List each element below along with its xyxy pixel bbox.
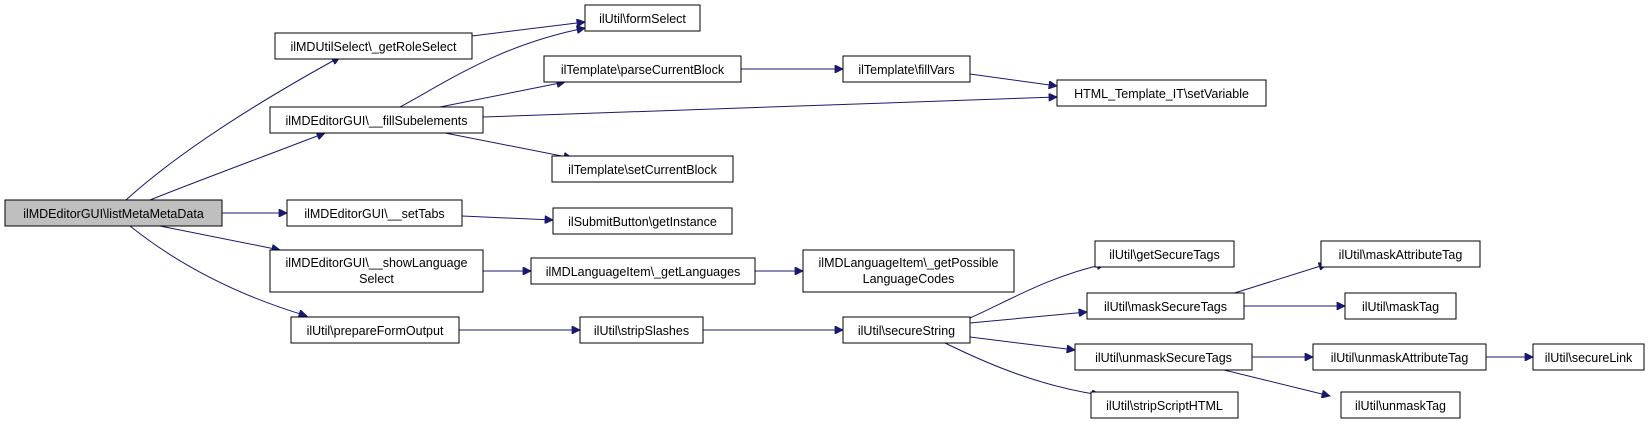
node-setVariable[interactable]: HTML_Template_IT\setVariable: [1056, 79, 1267, 107]
edge-unmaskSecureTags-to-unmaskTag: [1219, 368, 1330, 396]
node-setTabs[interactable]: ilMDEditorGUI\__setTabs: [286, 199, 463, 227]
node-label: ilMDEditorGUI\__fillSubelements: [285, 114, 467, 128]
node-label: ilMDUtilSelect\_getRoleSelect: [290, 40, 457, 54]
node-label: ilUtil\maskTag: [1362, 300, 1439, 314]
node-getRoleSelect[interactable]: ilMDUtilSelect\_getRoleSelect: [274, 32, 473, 60]
edge-root-to-getRoleSelect: [125, 56, 340, 201]
node-label: ilMDEditorGUI\listMetaMetaData: [23, 207, 204, 221]
node-label: ilUtil\unmaskSecureTags: [1095, 351, 1232, 365]
edge-fillSubelements-to-setVariable: [482, 97, 1057, 118]
edge-secureString-to-stripScriptHTML: [944, 342, 1100, 395]
edge-root-to-showLanguageSelect: [159, 225, 280, 250]
edge-secureString-to-unmaskSecureTags: [969, 336, 1075, 350]
node-formSelect[interactable]: ilUtil\formSelect: [584, 4, 701, 32]
edge-fillSubelements-to-setCurrentBlock: [439, 131, 572, 158]
edge-fillSubelements-to-formSelect: [399, 28, 585, 108]
node-label: ilUtil\stripSlashes: [594, 324, 689, 338]
edge-getRoleSelect-to-formSelect: [471, 22, 585, 37]
node-getSecureTags[interactable]: ilUtil\getSecureTags: [1094, 240, 1235, 268]
edge-secureString-to-getSecureTags: [969, 264, 1105, 319]
node-label: ilMDEditorGUI\__setTabs: [304, 207, 444, 221]
node-label: ilTemplate\setCurrentBlock: [568, 163, 717, 177]
edge-fillSubelements-to-parseCurrentBlock: [439, 82, 565, 108]
node-label: ilUtil\unmaskTag: [1355, 399, 1446, 413]
node-maskTag[interactable]: ilUtil\maskTag: [1344, 292, 1457, 320]
node-root[interactable]: ilMDEditorGUI\listMetaMetaData: [4, 199, 223, 227]
node-label: ilUtil\maskSecureTags: [1104, 300, 1227, 314]
edge-fillVars-to-setVariable: [969, 73, 1057, 86]
node-unmaskTag[interactable]: ilUtil\unmaskTag: [1340, 391, 1461, 419]
node-label: ilUtil\secureLink: [1545, 351, 1633, 365]
node-unmaskAttributeTag[interactable]: ilUtil\unmaskAttributeTag: [1312, 343, 1487, 371]
node-label: ilUtil\getSecureTags: [1109, 248, 1219, 262]
node-secureString[interactable]: ilUtil\secureString: [842, 316, 971, 344]
node-label-line-2: LanguageCodes: [863, 272, 955, 286]
node-label: ilUtil\secureString: [858, 324, 955, 338]
edge-root-to-prepareFormOutput: [129, 225, 307, 316]
node-label: ilUtil\maskAttributeTag: [1339, 248, 1463, 262]
node-prepareFormOutput[interactable]: ilUtil\prepareFormOutput: [290, 316, 460, 344]
node-fillVars[interactable]: ilTemplate\fillVars: [842, 55, 971, 83]
node-label-line-2: Select: [359, 272, 394, 286]
node-parseCurrentBlock[interactable]: ilTemplate\parseCurrentBlock: [543, 55, 742, 83]
node-label: ilSubmitButton\getInstance: [568, 215, 717, 229]
node-label: ilUtil\stripScriptHTML: [1106, 399, 1223, 413]
node-label: ilUtil\formSelect: [599, 12, 686, 26]
node-getLanguages[interactable]: ilMDLanguageItem\_getLanguages: [530, 257, 756, 285]
node-label: HTML_Template_IT\setVariable: [1074, 87, 1249, 101]
node-getInstance[interactable]: ilSubmitButton\getInstance: [552, 207, 733, 235]
nodes: ilMDEditorGUI\listMetaMetaData ilMDUtilS…: [4, 4, 1645, 419]
edge-maskSecureTags-to-maskAttributeTag: [1224, 264, 1327, 297]
edge-setTabs-to-getInstance: [461, 215, 553, 220]
edges: [125, 22, 1533, 396]
node-maskAttributeTag[interactable]: ilUtil\maskAttributeTag: [1320, 240, 1481, 268]
node-secureLink[interactable]: ilUtil\secureLink: [1532, 343, 1645, 371]
node-label-line-1: ilMDLanguageItem\_getPossible: [819, 256, 999, 270]
edge-secureString-to-maskSecureTags: [969, 312, 1087, 324]
node-label: ilTemplate\parseCurrentBlock: [561, 63, 725, 77]
node-getPossibleLanguageCodes[interactable]: ilMDLanguageItem\_getPossible LanguageCo…: [802, 249, 1015, 293]
node-label: ilTemplate\fillVars: [858, 63, 954, 77]
node-unmaskSecureTags[interactable]: ilUtil\unmaskSecureTags: [1074, 343, 1253, 371]
node-label: ilUtil\prepareFormOutput: [307, 324, 444, 338]
node-label: ilUtil\unmaskAttributeTag: [1331, 351, 1469, 365]
node-label-line-1: ilMDEditorGUI\__showLanguage: [285, 256, 467, 270]
node-fillSubelements[interactable]: ilMDEditorGUI\__fillSubelements: [269, 106, 484, 134]
node-label: ilMDLanguageItem\_getLanguages: [546, 265, 741, 279]
node-setCurrentBlock[interactable]: ilTemplate\setCurrentBlock: [551, 155, 734, 183]
node-maskSecureTags[interactable]: ilUtil\maskSecureTags: [1086, 292, 1245, 320]
node-stripSlashes[interactable]: ilUtil\stripSlashes: [579, 316, 704, 344]
node-stripScriptHTML[interactable]: ilUtil\stripScriptHTML: [1090, 391, 1239, 419]
node-showLanguageSelect[interactable]: ilMDEditorGUI\__showLanguage Select: [269, 249, 484, 293]
edge-root-to-fillSubelements: [149, 133, 325, 201]
